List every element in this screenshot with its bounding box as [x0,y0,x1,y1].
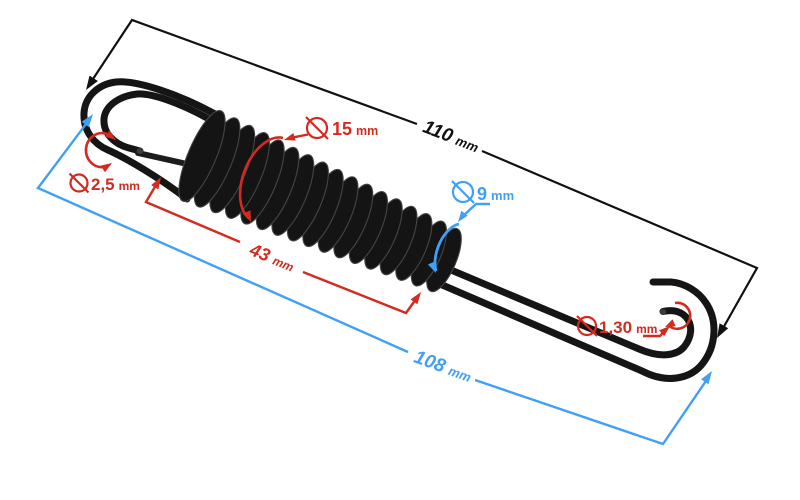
spring-photo [80,78,718,382]
spring-right-hook [422,258,718,382]
left-wire-cut-end [136,148,144,154]
arrowhead [427,261,436,273]
dimension-label-43: 43mm [246,239,298,275]
diameter-icon [68,172,90,194]
arrowhead [104,130,116,140]
diameter-icon [451,180,475,204]
arrowhead [284,133,296,141]
arrowhead [410,292,421,305]
dimension-label-110: 110mm [420,117,482,158]
arrowhead [100,163,112,173]
spring-left-hook [80,78,219,203]
arrowhead [81,114,93,128]
arrowhead [458,210,468,222]
dimension-label-108: 108mm [411,347,475,387]
arrowhead [717,323,729,338]
dimension-coil-length-43: 43mm [144,177,421,315]
arrowhead [242,210,251,222]
arrowhead [151,177,161,190]
diameter-icon [305,116,329,140]
spring-coil-body [178,110,462,293]
arrowhead [659,326,670,337]
arrowhead [701,371,712,385]
right-wire-cut-end [659,309,667,315]
arrowhead [86,75,98,90]
arrowhead [665,319,676,327]
diameter-icon [576,315,598,337]
